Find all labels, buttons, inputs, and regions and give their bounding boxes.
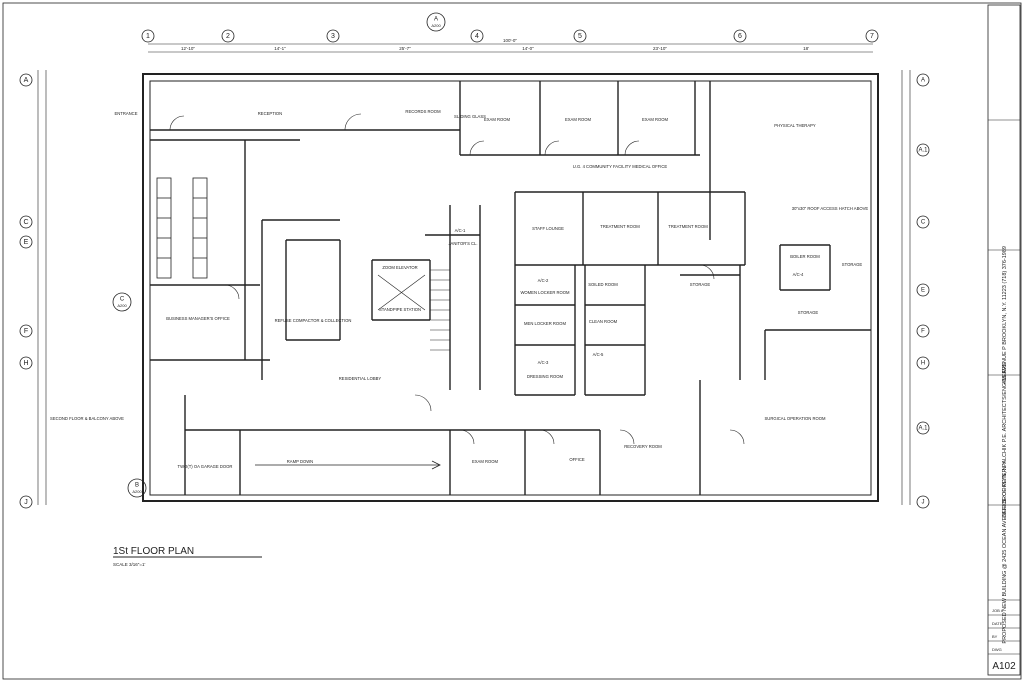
equipment-label: A/C-3 [538, 360, 549, 365]
room-label: U.G. 4 COMMUNITY FACILITY MEDICAL OFFICE [573, 164, 668, 169]
grid-row-label: A.1 [918, 148, 928, 154]
grid-row-label: E [921, 288, 925, 294]
room-label: 30"x30" ROOF ACCESS HATCH ABOVE [792, 206, 869, 211]
room-label: SECOND FLOOR & BALCONY ABOVE [50, 416, 124, 421]
grid-col-label: 1 [146, 33, 150, 40]
dimension-label: 18' [803, 46, 809, 51]
room-label: PHYSICAL THERAPY [774, 123, 816, 128]
grid-row-label: F [24, 328, 28, 335]
grid-col-label: 3 [331, 33, 335, 40]
title-block-field: DATE [992, 621, 1003, 626]
section-tag-sheet: A200 [132, 489, 142, 494]
room-label: WOMEN LOCKER ROOM [520, 290, 570, 295]
title-block-field: BY [992, 634, 998, 639]
room-label: REFUSE COMPACTOR & COLLECTION [275, 318, 352, 323]
room-label: ENTRANCE [114, 111, 137, 116]
equipment-label: A/C-1 [455, 228, 466, 233]
grid-row-label: A.1 [918, 426, 928, 432]
room-label: CLEAN ROOM [589, 319, 618, 324]
room-label: EXAM ROOM [565, 117, 592, 122]
overall-dimension: 100'-0" [503, 38, 517, 43]
room-label: SOILED ROOM [588, 282, 618, 287]
room-label: STAFF LOUNGE [532, 226, 564, 231]
grid-col-label: 4 [475, 33, 479, 40]
dimension-label: 25'-7" [399, 46, 411, 51]
room-label: RAMP DOWN [287, 459, 313, 464]
room-label: EXAM ROOM [642, 117, 669, 122]
plan-title: 1St FLOOR PLAN [113, 546, 194, 557]
title-block-project: PROPOSED NEW BUILDING @ 2425 OCEAN AVENU… [1002, 460, 1008, 644]
plan-scale: SCALE 3/16"=1' [113, 562, 145, 567]
section-tag-id: C [120, 297, 125, 303]
section-tag-id: B [135, 483, 139, 489]
title-block-field: JOB # [992, 608, 1004, 613]
room-label: RECORDS ROOM [405, 109, 441, 114]
dimension-label: 23'-10" [653, 46, 667, 51]
grid-col-label: 5 [578, 33, 582, 40]
room-label: BOILER ROOM [790, 254, 820, 259]
grid-row-label: H [921, 361, 925, 367]
grid-row-label: J [24, 499, 28, 506]
equipment-label: A/C-2 [538, 278, 549, 283]
room-label: SLIDING GLASS [454, 114, 486, 119]
equipment-label: A/C-5 [593, 352, 604, 357]
room-label: STANDPIPE STATION [379, 307, 421, 312]
room-label: JANITOR'S CL. [448, 241, 477, 246]
room-label: MEN LOCKER ROOM [524, 321, 566, 326]
room-label: BUSINESS MANAGER'S OFFICE [166, 316, 230, 321]
grid-col-label: 2 [226, 33, 230, 40]
dimension-label: 14'-1" [274, 46, 286, 51]
sheet-number: A102 [992, 661, 1016, 672]
grid-row-label: F [921, 329, 925, 335]
dimension-label: 12'-10" [181, 46, 195, 51]
section-tag-sheet: A200 [117, 303, 127, 308]
room-label: EXAM ROOM [484, 117, 511, 122]
room-label: ZOOM ELEVATOR [382, 265, 417, 270]
grid-row-label: E [24, 239, 29, 246]
room-label: STORAGE [690, 282, 711, 287]
room-label: DRESSING ROOM [527, 374, 564, 379]
grid-col-label: 6 [738, 33, 742, 40]
grid-row-label: A [921, 78, 925, 84]
room-label: OFFICE [569, 457, 585, 462]
title-block-firm: OFFICE OF PETER PALCHIK P.E. ARCHITECTS/… [1002, 362, 1008, 518]
room-label: TREATMENT ROOM [600, 224, 640, 229]
grid-row-label: A [24, 77, 29, 84]
room-label: STORAGE [842, 262, 863, 267]
title-block-field: DWG [992, 647, 1002, 652]
grid-row-label: C [23, 219, 28, 226]
room-label: SURGICAL OPERATION ROOM [765, 416, 826, 421]
grid-col-label: 7 [870, 33, 874, 40]
equipment-label: A/C-4 [793, 272, 804, 277]
room-label: RESIDENTIAL LOBBY [339, 376, 382, 381]
section-tag-id: A [434, 17, 438, 23]
room-label: TREATMENT ROOM [668, 224, 708, 229]
section-tag-sheet: A200 [431, 23, 441, 28]
dimension-label: 14'-0" [522, 46, 534, 51]
room-label: RECEPTION [258, 111, 282, 116]
grid-row-label: J [922, 500, 925, 506]
room-label: EXAM ROOM [472, 459, 499, 464]
grid-row-label: C [921, 220, 926, 226]
room-label: STORAGE [798, 310, 819, 315]
title-block-address: 415 AVENUE P BROOKLYN, N.Y. 11223 (718) … [1002, 246, 1008, 384]
room-label: RECOVERY ROOM [624, 444, 662, 449]
room-label: TWO(T) OA GARAGE DOOR [178, 464, 233, 469]
grid-row-label: H [23, 360, 28, 367]
